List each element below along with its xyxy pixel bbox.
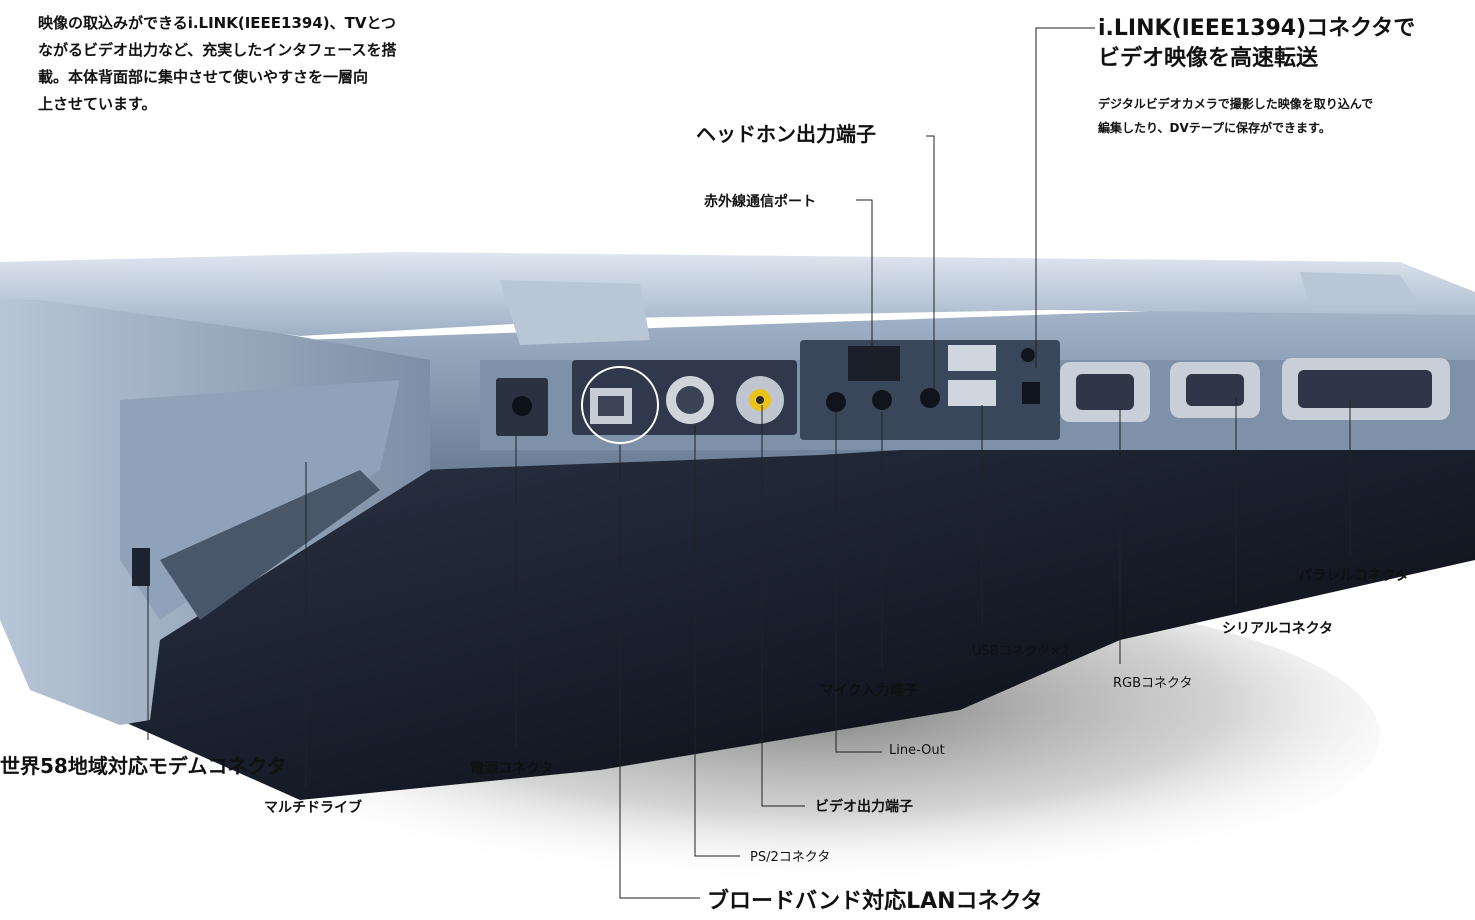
label-parallel: パラレルコネクタ	[1298, 568, 1410, 584]
mic-jack	[872, 390, 892, 410]
hinge-right	[1300, 272, 1420, 305]
label-mic: マイク入力端子	[820, 683, 918, 699]
label-serial: シリアルコネクタ	[1222, 621, 1334, 637]
modem-port-shape	[132, 548, 150, 586]
line-out-jack	[826, 392, 846, 412]
drive-vent	[160, 470, 380, 620]
intro-line: 載。本体背面部に集中させて使いやすさを一層向	[38, 68, 369, 86]
label-usb: USBコネクタ×2	[972, 644, 1070, 659]
intro-line: 映像の取込みができるi.LINK(IEEE1394)、TVとつ	[38, 14, 396, 32]
label-video-out: ビデオ出力端子	[815, 799, 913, 815]
ilink-desc-line: デジタルビデオカメラで撮影した映像を取り込んで	[1098, 97, 1374, 111]
laptop-underside	[40, 440, 1475, 800]
label-rgb: RGBコネクタ	[1113, 676, 1193, 691]
ilink-title-line: ビデオ映像を高速転送	[1098, 46, 1319, 71]
label-headphone: ヘッドホン出力端子	[696, 122, 876, 146]
intro-line: ながるビデオ出力など、充実したインタフェースを搭	[38, 41, 397, 59]
headphone-jack	[920, 388, 940, 408]
label-modem: 世界58地域対応モデムコネクタ	[0, 754, 287, 778]
ilink-title-line: i.LINK(IEEE1394)コネクタで	[1098, 16, 1416, 41]
ir-window	[848, 346, 900, 381]
ilink-description: デジタルビデオカメラで撮影した映像を取り込んで 編集したり、DVテープに保存がで…	[1098, 92, 1470, 140]
usb-port-1	[948, 345, 996, 371]
label-infrared: 赤外線通信ポート	[704, 194, 816, 210]
lan-highlight-circle	[581, 366, 659, 444]
ilink-port	[1022, 382, 1040, 404]
usb-port-2	[948, 380, 996, 406]
ilink-desc-line: 編集したり、DVテープに保存ができます。	[1098, 121, 1331, 135]
ilink-heading: i.LINK(IEEE1394)コネクタで ビデオ映像を高速転送	[1098, 14, 1468, 74]
hinge-left	[500, 280, 650, 345]
laptop-lid	[0, 252, 1475, 336]
label-multidrive: マルチドライブ	[264, 800, 362, 816]
label-power: 電源コネクタ	[470, 761, 554, 777]
intro-text: 映像の取込みができるi.LINK(IEEE1394)、TVとつ ながるビデオ出力…	[38, 10, 478, 118]
label-line-out: Line-Out	[889, 743, 945, 758]
label-ps2: PS/2コネクタ	[750, 850, 831, 865]
label-lan: ブロードバンド対応LANコネクタ	[707, 889, 1043, 914]
intro-line: 上させています。	[38, 95, 157, 113]
leader-lines	[147, 27, 1351, 899]
